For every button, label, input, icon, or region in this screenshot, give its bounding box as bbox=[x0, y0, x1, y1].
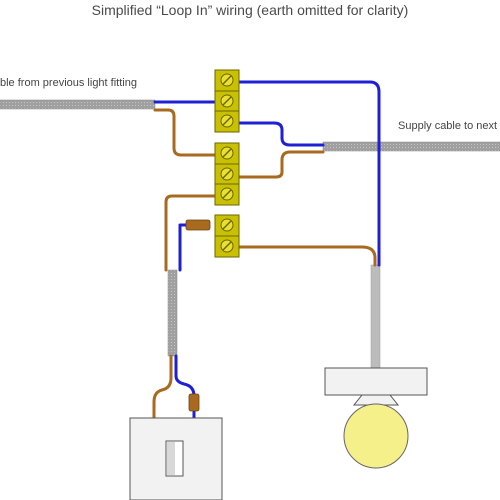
switch-rocker-shade bbox=[167, 442, 175, 475]
live-wire-switch bbox=[164, 194, 222, 272]
previous-cable-label: ble from previous light fitting bbox=[0, 77, 137, 89]
light-bulb bbox=[343, 403, 409, 469]
switch-return-wire-bottom bbox=[174, 354, 196, 398]
terminal-block bbox=[214, 69, 240, 258]
neutral-wire-supply bbox=[222, 121, 325, 147]
previous-cable-sheath bbox=[0, 99, 156, 110]
diagram-title: Simplified “Loop In” wiring (earth omitt… bbox=[91, 2, 409, 18]
ceiling-cable-sheath bbox=[370, 264, 381, 369]
live-wires bbox=[152, 108, 377, 420]
live-wire-supply bbox=[222, 150, 325, 179]
switch-return-wire bbox=[178, 223, 188, 272]
switched-live-wire bbox=[218, 245, 377, 267]
screw-slots bbox=[222, 75, 232, 251]
live-wire-previous bbox=[153, 108, 222, 157]
switch-cable-sheath bbox=[167, 269, 178, 357]
brown-sleeve-bottom bbox=[188, 393, 200, 412]
live-wire-switch-bottom bbox=[152, 354, 173, 420]
neutral-wire-ceiling bbox=[222, 80, 381, 267]
supply-cable-label: Supply cable to next bbox=[398, 120, 498, 132]
ceiling-rose bbox=[324, 367, 428, 396]
supply-cable-sheath bbox=[322, 141, 500, 152]
lamp-holder bbox=[352, 394, 400, 406]
brown-sleeve-top bbox=[185, 219, 211, 231]
